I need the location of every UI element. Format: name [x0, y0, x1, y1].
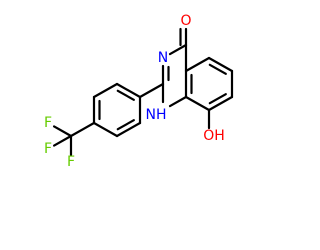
bond-p1-p2 — [115, 82, 142, 99]
atom-f1: F — [67, 154, 75, 170]
bond-c2-aryl — [138, 82, 165, 99]
bond-n1-c8a — [168, 95, 188, 108]
atom-o-carbonyl: O — [180, 13, 191, 29]
bond-c7-c8-inner — [208, 93, 227, 105]
bond-c4a-c5 — [184, 56, 211, 73]
bond-c-f2 — [52, 125, 73, 138]
atom-oh: OH — [203, 128, 225, 144]
bond-p5-p6-inner — [116, 119, 135, 131]
bond-c5-c6 — [207, 56, 234, 73]
atom-n3: N — [158, 50, 168, 66]
bond-p2-p3 — [92, 82, 119, 99]
bond-c-f3 — [52, 134, 73, 147]
atom-f2: F — [44, 115, 52, 131]
bond-c4-n3 — [168, 43, 188, 56]
bond-p1-p2-inner — [116, 89, 135, 101]
bond-c7-c8 — [207, 95, 234, 112]
atom-nh: NH — [146, 107, 167, 123]
bond-p5-p6 — [115, 121, 142, 138]
atom-f3: F — [44, 141, 52, 157]
bond-c8-c8a — [184, 95, 211, 112]
bond-aryl-cf3 — [69, 121, 96, 138]
bonds — [52, 27, 234, 157]
bond-c5-c6-inner — [208, 63, 227, 75]
bond-p4-p5 — [92, 121, 119, 138]
